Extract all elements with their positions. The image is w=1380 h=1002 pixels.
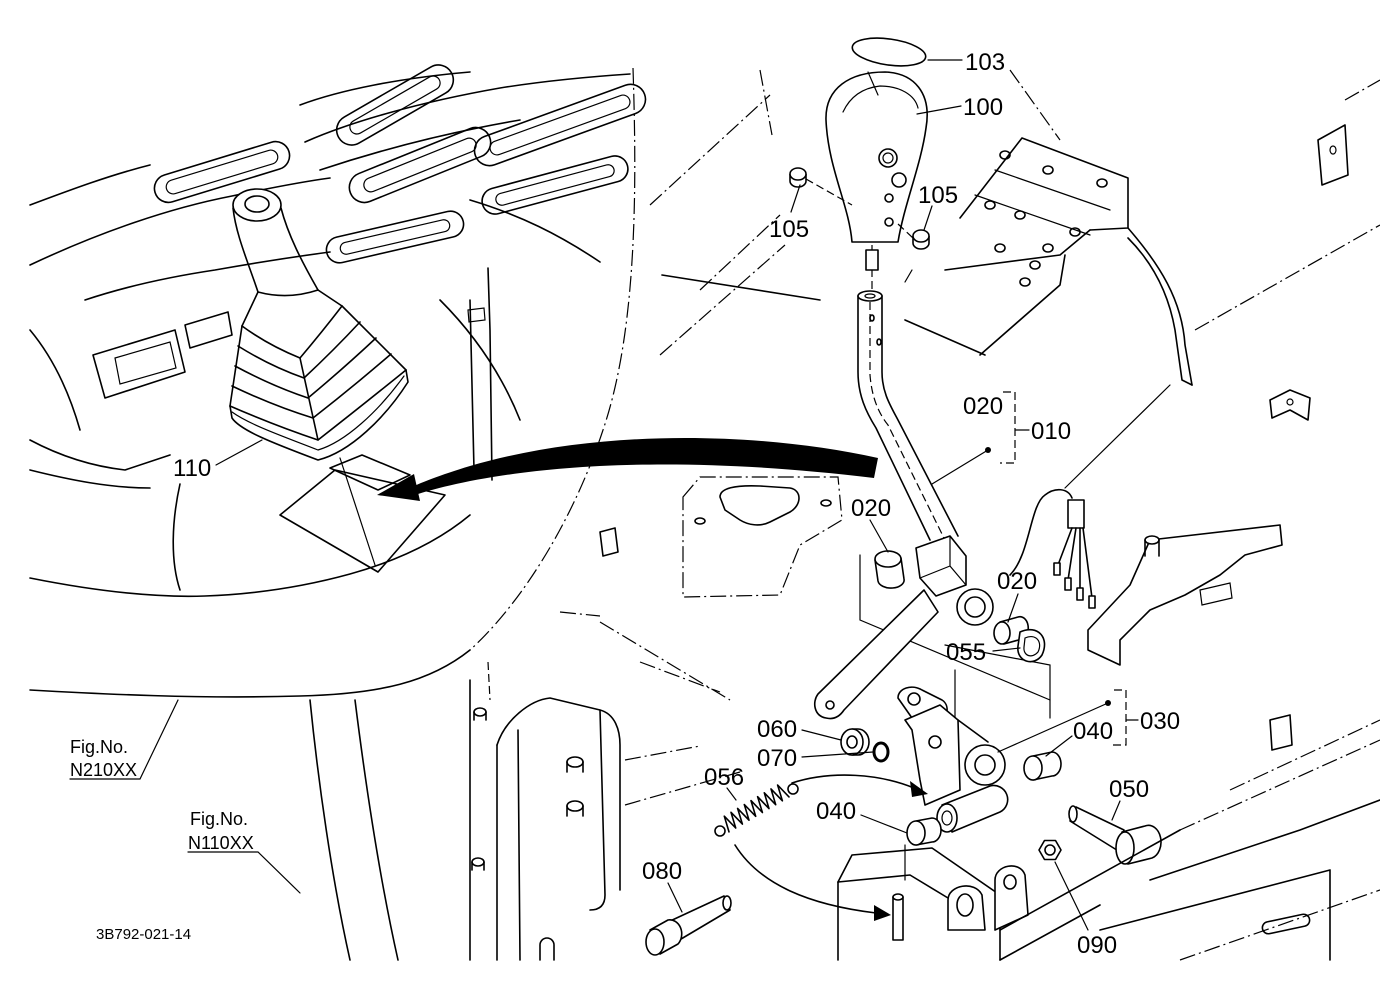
assembly-arrow (734, 844, 891, 921)
seal-055 (1017, 629, 1046, 663)
bushing-040-right (1023, 751, 1062, 781)
leader-lines (215, 59, 1121, 931)
console-inset-boundary (29, 67, 636, 698)
console-slot (335, 64, 455, 146)
console-switch-panel (92, 311, 233, 399)
knob-cap-103 (851, 37, 927, 67)
figure-ref-leaders (69, 699, 301, 894)
nut-090 (1038, 839, 1062, 861)
stud (473, 707, 487, 721)
joystick-boot (229, 289, 409, 461)
console-slot (153, 140, 291, 204)
screw-105-right (897, 223, 930, 250)
callout-060: 060 (757, 716, 797, 743)
callout-040-left: 040 (816, 798, 856, 825)
figure-ref-code: N210XX (70, 760, 137, 780)
stud (1144, 535, 1160, 557)
callout-056: 056 (704, 764, 744, 791)
figure-references: Fig.No. N210XX Fig.No. N110XX (70, 737, 254, 853)
callout-070: 070 (757, 745, 797, 772)
center-plate (599, 476, 843, 598)
joystick-shaft (232, 207, 319, 297)
callout-103: 103 (965, 49, 1005, 76)
bushing-020-left (874, 550, 905, 589)
callout-105-right: 105 (918, 182, 958, 209)
callout-020-left: 020 (851, 495, 891, 522)
console-slot (348, 126, 492, 204)
group-bracket-010 (1000, 391, 1030, 464)
spring-056 (714, 783, 799, 837)
group-bracket-030 (1112, 689, 1139, 746)
console-slot (473, 83, 647, 167)
shift-knob-100 (825, 71, 928, 290)
figure-ref-label: Fig.No. (190, 809, 248, 829)
screw-105-left (789, 167, 853, 206)
joystick-knob (232, 188, 282, 222)
console-slot (325, 210, 465, 264)
pin-080 (645, 895, 732, 956)
washer-060 (840, 728, 870, 756)
callout-040-right: 040 (1073, 718, 1113, 745)
ring-070 (872, 741, 890, 763)
boot-mount-plate (279, 454, 446, 573)
base-block (837, 829, 1181, 961)
callout-090: 090 (1077, 932, 1117, 959)
stud (471, 857, 485, 871)
console-side-strip (467, 267, 493, 481)
bushing-040-left (906, 817, 942, 846)
drawing-code: 3B792-021-14 (96, 926, 191, 943)
callout-100: 100 (963, 94, 1003, 121)
mounting-bracket-plate (944, 137, 1193, 386)
frame-channel (469, 661, 621, 961)
shift-lever-010 (813, 290, 994, 720)
right-frame (1064, 79, 1380, 961)
console-panel (29, 64, 647, 573)
console-slot (481, 155, 629, 215)
background-frame (309, 69, 1061, 961)
bolt-050 (1068, 805, 1162, 865)
callout-055: 055 (946, 639, 986, 666)
callout-080: 080 (642, 858, 682, 885)
callout-010: 010 (1031, 418, 1071, 445)
callout-050: 050 (1109, 776, 1149, 803)
bracket-hole (984, 150, 1108, 287)
wiring-connector (1009, 488, 1096, 609)
bracket-030 (897, 686, 1009, 833)
callout-105-left: 105 (769, 216, 809, 243)
detail-arrow (377, 437, 878, 501)
part-callouts: 103 100 105 105 020 010 020 020 055 030 … (173, 49, 1180, 959)
stud (566, 800, 584, 817)
callout-020-upper: 020 (963, 393, 1003, 420)
callout-030: 030 (1140, 708, 1180, 735)
callout-110: 110 (173, 455, 211, 482)
joystick-lever (229, 188, 409, 461)
stud (566, 756, 584, 773)
assembly-arrow (791, 774, 928, 797)
callout-020-right: 020 (997, 568, 1037, 595)
figure-ref-code: N110XX (188, 833, 254, 853)
figure-ref-label: Fig.No. (70, 737, 128, 757)
